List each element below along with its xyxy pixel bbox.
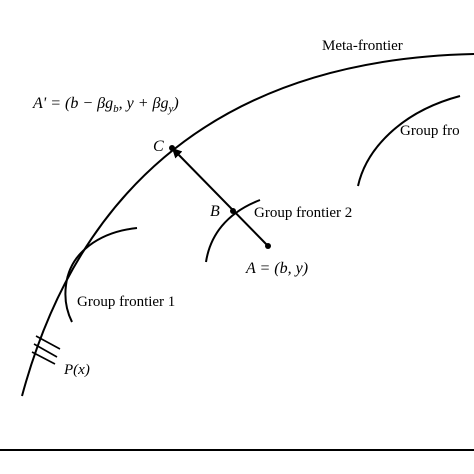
meta-frontier-label: Meta-frontier: [322, 38, 403, 54]
point-c-dot: [169, 145, 175, 151]
meta-frontier-curve: [21, 53, 474, 397]
group-frontier-2-label: Group frontier 2: [254, 205, 352, 221]
a-prime-mid: , y + βg: [119, 95, 169, 112]
group-frontier-3-label: Group fro: [400, 123, 460, 139]
point-b-label: B: [210, 203, 220, 220]
a-prime-main: A' = (b − βg: [32, 95, 113, 112]
point-a-label: A = (b, y): [245, 260, 308, 277]
a-prime-end: ): [172, 95, 178, 112]
production-set-hatching: [31, 335, 61, 365]
point-a-dot: [265, 243, 271, 249]
group-frontier-3-curve: [357, 95, 461, 187]
point-c-label: C: [153, 138, 164, 155]
point-a-eq: = (b, y): [255, 260, 308, 277]
p-of-x-label: P(x): [63, 362, 90, 378]
a-prime-label: A' = (b − βgb, y + βgy): [32, 95, 179, 115]
a-prime-sub-y: y: [167, 103, 173, 115]
group-frontier-2-curve: [205, 199, 261, 263]
point-b-dot: [230, 208, 236, 214]
group-frontier-1-label: Group frontier 1: [77, 294, 175, 310]
point-a-name: A: [245, 260, 256, 277]
direction-arrow: [171, 147, 269, 247]
a-prime-sub-b: b: [113, 103, 119, 115]
group-frontier-1-curve: [64, 227, 138, 323]
